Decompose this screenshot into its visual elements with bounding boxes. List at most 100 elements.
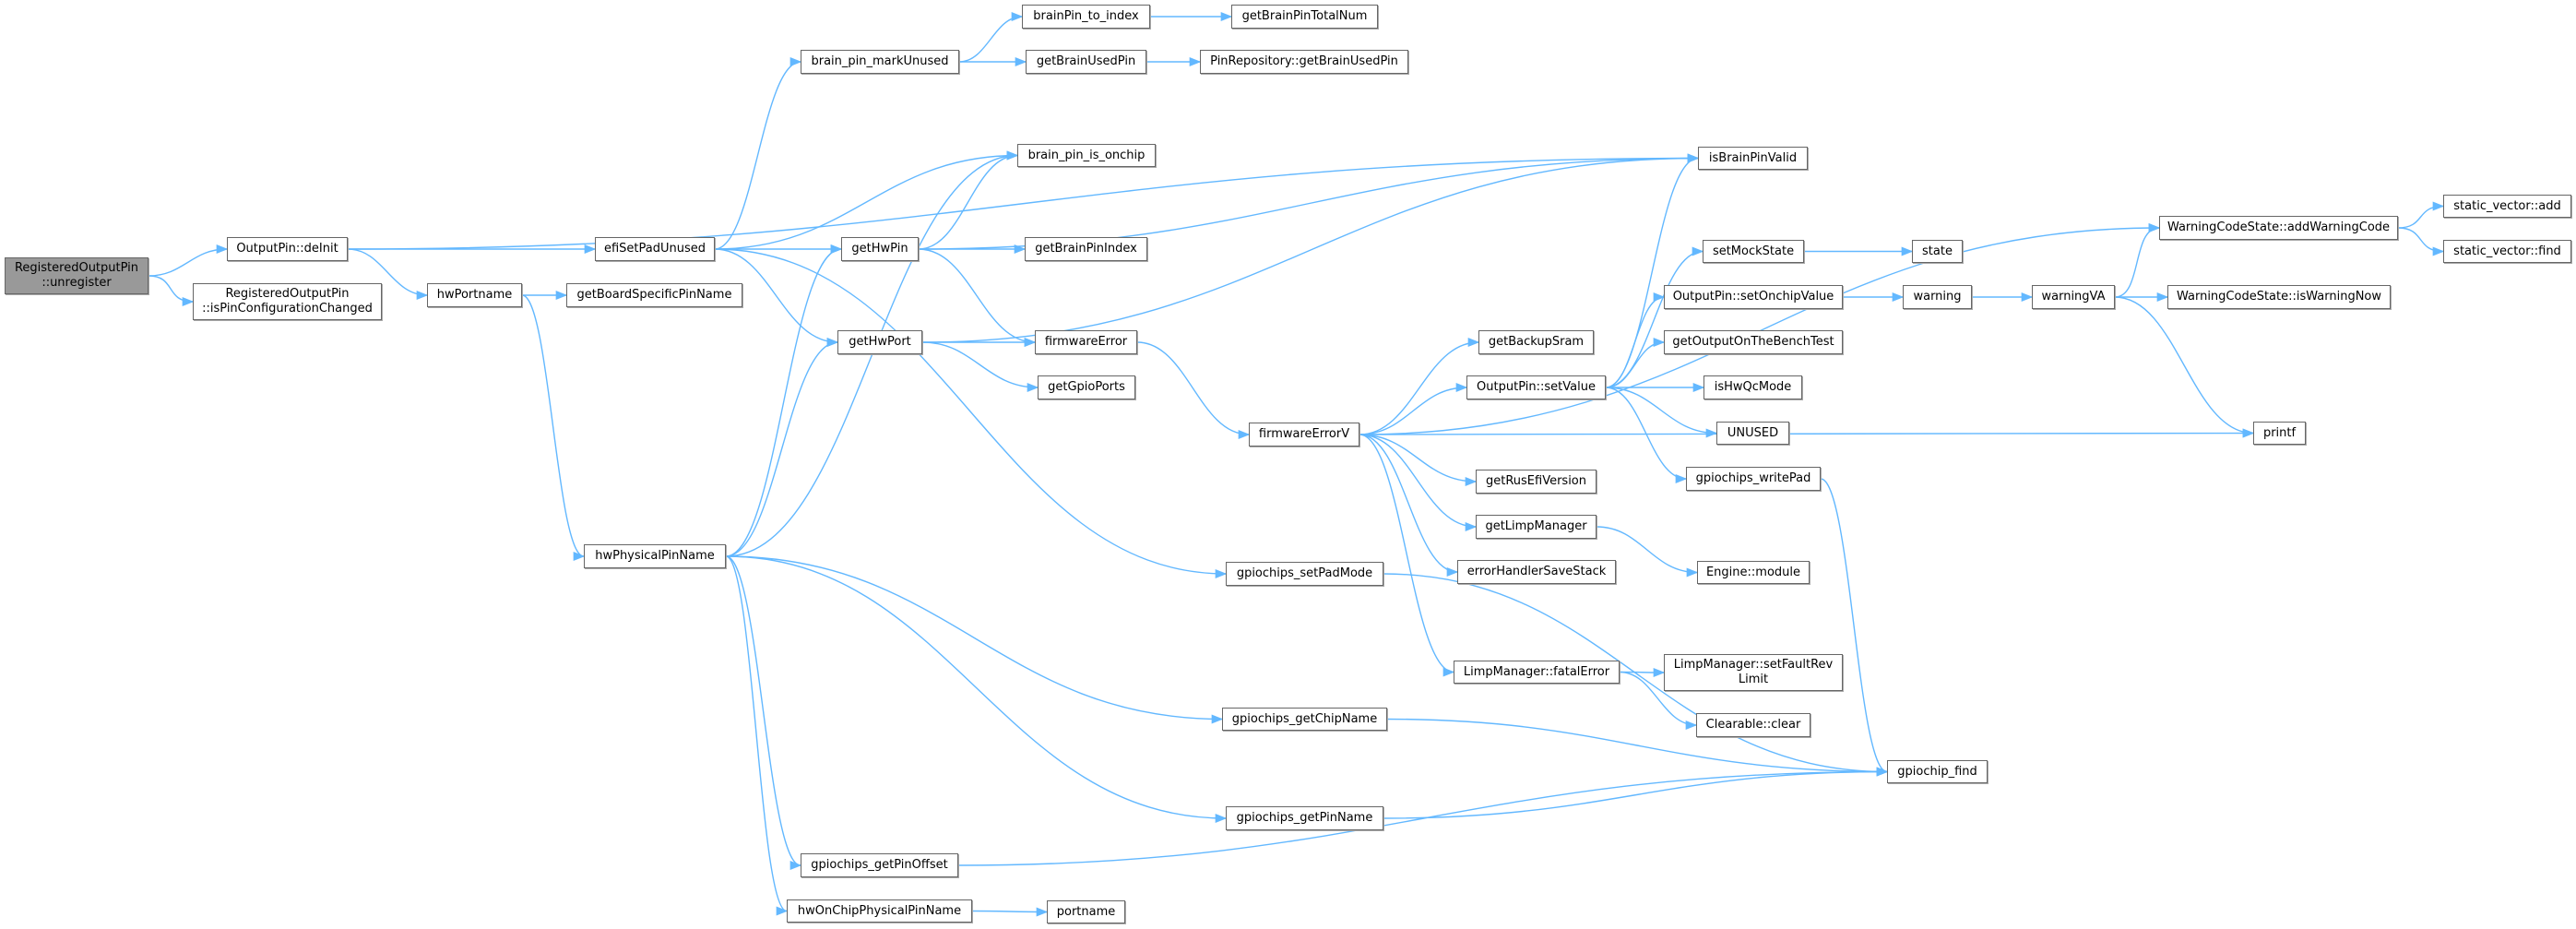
- node-brain-pin-mark-unused[interactable]: brain_pin_markUnused: [801, 50, 959, 74]
- node-label: RegisteredOutputPin: [14, 261, 139, 275]
- node-label: state: [1922, 244, 1953, 258]
- edge-firmware-error-v-to-get-limp-manager: [1359, 434, 1478, 532]
- node-set-value[interactable]: OutputPin::setValue: [1466, 375, 1606, 399]
- node-label: hwPhysicalPinName: [595, 549, 715, 563]
- edge-warning-va-to-printf: [2114, 296, 2255, 438]
- node-label: ::isPinConfigurationChanged: [202, 302, 373, 316]
- node-gpiochips-get-chip-name[interactable]: gpiochips_getChipName: [1222, 708, 1387, 731]
- node-get-rus-efi-version[interactable]: getRusEfiVersion: [1476, 470, 1597, 494]
- edge-hw-on-chip-physical-pin-name-to-portname: [971, 907, 1049, 917]
- node-label: errorHandlerSaveStack: [1466, 565, 1607, 578]
- node-gpiochips-set-pad-mode[interactable]: gpiochips_setPadMode: [1226, 562, 1383, 586]
- node-clearable-clear[interactable]: Clearable::clear: [1696, 713, 1810, 737]
- node-label: WarningCodeState::addWarningCode: [2166, 220, 2391, 234]
- node-gpiochip-find[interactable]: gpiochip_find: [1887, 760, 1988, 783]
- node-label: gpiochips_getChipName: [1231, 711, 1378, 726]
- node-label: getHwPort: [849, 335, 911, 349]
- edge-hw-physical-pin-name-to-gpiochips-get-pin-name: [725, 555, 1228, 824]
- node-brain-pin-to-index[interactable]: brainPin_to_index: [1022, 5, 1150, 29]
- edge-hw-physical-pin-name-to-get-hw-pin: [725, 244, 843, 557]
- node-get-gpio-ports[interactable]: getGpioPorts: [1038, 375, 1135, 399]
- node-is-hw-qc-mode[interactable]: isHwQcMode: [1703, 375, 1802, 399]
- node-error-handler-save-stack[interactable]: errorHandlerSaveStack: [1457, 560, 1616, 584]
- node-unregister: RegisteredOutputPin::unregister: [5, 257, 148, 294]
- node-get-brain-used-pin[interactable]: getBrainUsedPin: [1026, 50, 1146, 74]
- edge-firmware-error-v-to-get-rus-efi-version: [1359, 434, 1478, 487]
- node-static-vector-find[interactable]: static_vector::find: [2443, 240, 2571, 263]
- node-label: firmwareError: [1044, 335, 1128, 349]
- edge-unregister-to-is-pin-configuration-changed: [148, 275, 195, 307]
- node-efi-set-pad-unused[interactable]: efiSetPadUnused: [595, 237, 715, 261]
- edge-hw-physical-pin-name-to-hw-on-chip-physical-pin-name: [725, 555, 789, 916]
- node-is-brain-pin-valid[interactable]: isBrainPinValid: [1698, 147, 1808, 170]
- node-get-brain-pin-index[interactable]: getBrainPinIndex: [1025, 237, 1147, 261]
- node-label: getBrainPinTotalNum: [1241, 9, 1368, 23]
- node-hw-physical-pin-name[interactable]: hwPhysicalPinName: [584, 544, 726, 568]
- node-label: static_vector::add: [2453, 198, 2561, 213]
- node-gpiochips-write-pad[interactable]: gpiochips_writePad: [1686, 467, 1821, 491]
- node-warning-va[interactable]: warningVA: [2032, 285, 2115, 309]
- node-label: hwOnChipPhysicalPinName: [797, 903, 962, 918]
- node-get-output-on-the-bench-test[interactable]: getOutputOnTheBenchTest: [1664, 330, 1843, 354]
- node-is-warning-now[interactable]: WarningCodeState::isWarningNow: [2167, 285, 2391, 309]
- edge-add-warning-code-to-static-vector-add: [2397, 201, 2445, 229]
- node-hw-on-chip-physical-pin-name[interactable]: hwOnChipPhysicalPinName: [787, 899, 972, 923]
- node-pin-repository-get-brain-used-pin[interactable]: PinRepository::getBrainUsedPin: [1200, 50, 1408, 74]
- node-get-board-specific-pin-name[interactable]: getBoardSpecificPinName: [566, 283, 742, 307]
- node-label: setMockState: [1712, 244, 1795, 258]
- node-unused[interactable]: UNUSED: [1716, 422, 1789, 445]
- node-set-onchip-value[interactable]: OutputPin::setOnchipValue: [1664, 285, 1843, 309]
- node-state[interactable]: state: [1912, 240, 1963, 263]
- edge-set-value-to-set-onchip-value: [1605, 292, 1666, 388]
- node-fatal-error[interactable]: LimpManager::fatalError: [1454, 661, 1620, 684]
- edge-fatal-error-to-clearable-clear: [1619, 671, 1698, 731]
- node-label: warning: [1913, 290, 1962, 304]
- node-get-brain-pin-total-num[interactable]: getBrainPinTotalNum: [1231, 5, 1378, 29]
- node-get-limp-manager[interactable]: getLimpManager: [1476, 515, 1597, 539]
- node-firmware-error-v[interactable]: firmwareErrorV: [1249, 423, 1359, 447]
- node-get-hw-port[interactable]: getHwPort: [837, 330, 922, 354]
- node-engine-module[interactable]: Engine::module: [1697, 561, 1810, 584]
- node-brain-pin-is-onchip[interactable]: brain_pin_is_onchip: [1017, 144, 1156, 167]
- node-label: printf: [2262, 425, 2297, 440]
- node-de-init[interactable]: OutputPin::deInit: [227, 237, 348, 261]
- edge-gpiochips-get-pin-name-to-gpiochip-find: [1383, 767, 1889, 819]
- edge-de-init-to-hw-portname: [347, 248, 429, 301]
- node-gpiochips-get-pin-name[interactable]: gpiochips_getPinName: [1226, 806, 1383, 830]
- node-portname[interactable]: portname: [1047, 900, 1125, 923]
- node-label: warningVA: [2041, 290, 2106, 304]
- node-label: Clearable::clear: [1705, 718, 1801, 732]
- edge-firmware-error-v-to-set-value: [1359, 382, 1468, 435]
- node-label: gpiochip_find: [1897, 764, 1977, 779]
- node-label: Engine::module: [1705, 565, 1801, 579]
- node-label: brain_pin_is_onchip: [1027, 148, 1146, 162]
- edge-firmware-error-v-to-error-handler-save-stack: [1359, 434, 1459, 578]
- node-printf[interactable]: printf: [2253, 422, 2306, 445]
- node-label: brainPin_to_index: [1033, 9, 1139, 23]
- node-label: PinRepository::getBrainUsedPin: [1210, 54, 1398, 68]
- node-warning[interactable]: warning: [1903, 285, 1972, 309]
- edge-get-hw-pin-to-firmware-error: [918, 248, 1037, 348]
- edge-gpiochips-get-chip-name-to-gpiochip-find: [1386, 718, 1889, 777]
- node-add-warning-code[interactable]: WarningCodeState::addWarningCode: [2159, 216, 2398, 240]
- node-label: UNUSED: [1727, 425, 1779, 440]
- node-is-pin-configuration-changed[interactable]: RegisteredOutputPin::isPinConfigurationC…: [193, 283, 382, 320]
- edge-gpiochips-get-pin-offset-to-gpiochip-find: [957, 767, 1889, 866]
- node-label: getOutputOnTheBenchTest: [1672, 335, 1834, 349]
- edge-add-warning-code-to-static-vector-find: [2397, 227, 2445, 256]
- node-firmware-error[interactable]: firmwareError: [1035, 330, 1137, 354]
- edge-hw-physical-pin-name-to-gpiochips-get-chip-name: [725, 555, 1224, 724]
- node-static-vector-add[interactable]: static_vector::add: [2443, 195, 2571, 218]
- node-hw-portname[interactable]: hwPortname: [427, 283, 522, 307]
- edge-gpiochips-set-pad-mode-to-gpiochip-find: [1383, 573, 1889, 777]
- node-get-hw-pin[interactable]: getHwPin: [841, 237, 919, 261]
- node-gpiochips-get-pin-offset[interactable]: gpiochips_getPinOffset: [801, 853, 958, 877]
- node-get-backup-sram[interactable]: getBackupSram: [1478, 330, 1594, 354]
- node-set-mock-state[interactable]: setMockState: [1703, 240, 1804, 263]
- node-label: getHwPin: [851, 242, 908, 256]
- edge-efi-set-pad-unused-to-brain-pin-mark-unused: [714, 57, 802, 250]
- node-label: ::unregister: [42, 276, 112, 290]
- node-label: LimpManager::fatalError: [1463, 664, 1610, 679]
